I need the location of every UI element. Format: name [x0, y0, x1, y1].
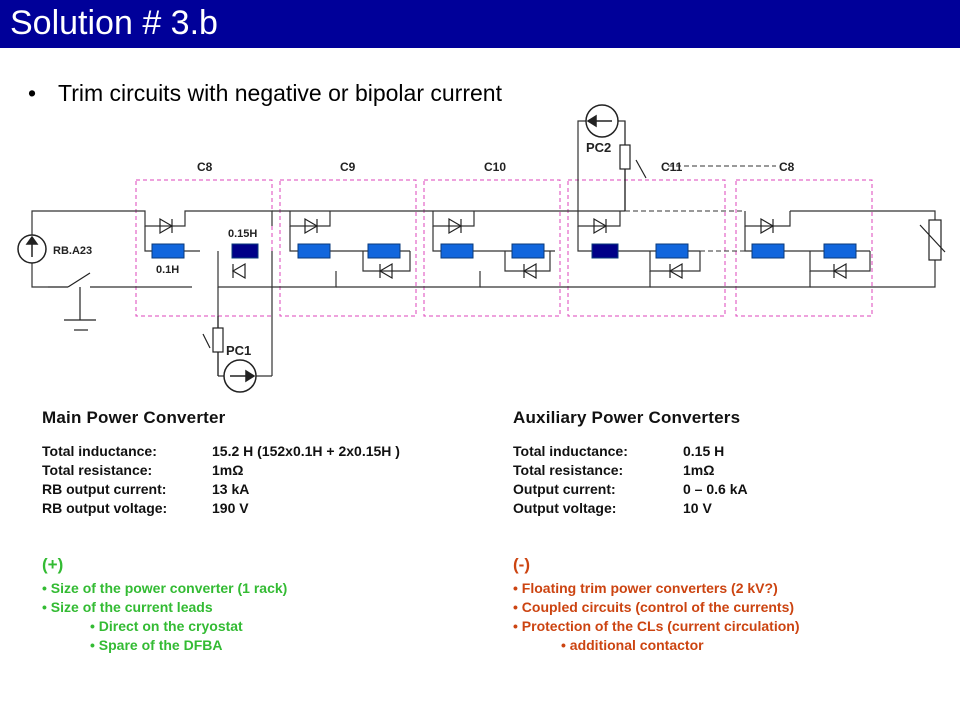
diode-low-c11	[668, 262, 683, 280]
label-inductance-015: 0.15H	[228, 228, 257, 240]
magnet-c10-2	[511, 243, 545, 259]
spec-value: 15.2 H (152x0.1H + 2x0.15H )	[212, 443, 400, 459]
label-c10: C10	[484, 160, 506, 174]
cons-heading: (-)	[513, 555, 530, 574]
bullet-item: • Trim circuits with negative or bipolar …	[28, 80, 502, 107]
spec-row: Total resistance: 1mΩ	[513, 461, 748, 480]
cell-box-c10	[423, 179, 561, 317]
magnet-c11-2	[655, 243, 689, 259]
pc2-source-icon	[585, 104, 619, 138]
diode-low-c8	[231, 262, 246, 280]
spec-key: Total inductance:	[513, 443, 628, 459]
pros-subitem: • Spare of the DFBA	[90, 637, 223, 653]
bullet-text: Trim circuits with negative or bipolar c…	[58, 80, 502, 106]
label-c8: C8	[197, 160, 213, 174]
main-converter-panel: Main Power Converter Total inductance: 15…	[42, 408, 400, 518]
slide-title: Solution # 3.b	[10, 4, 218, 42]
spec-row: Total inductance: 0.15 H	[513, 442, 748, 461]
pc1-source-icon	[223, 359, 257, 393]
magnet-c8-end-2	[823, 243, 857, 259]
spec-value: 10 V	[683, 500, 712, 516]
cons-item: • Coupled circuits (control of the curre…	[513, 599, 795, 615]
spec-row: RB output current: 13 kA	[42, 480, 400, 499]
diode-low-c9	[378, 262, 393, 280]
spec-value: 1mΩ	[212, 462, 244, 478]
label-rb: RB.A23	[53, 245, 92, 257]
main-current-source-icon	[17, 234, 47, 264]
spec-value: 0.15 H	[683, 443, 725, 459]
cons-list: (-) • Floating trim power converters (2 …	[513, 555, 799, 655]
magnet-c10-1	[440, 243, 474, 259]
spec-value: 13 kA	[212, 481, 250, 497]
pc1-resistor-icon	[202, 316, 224, 376]
cell-box-c8-end	[735, 179, 873, 317]
spec-value: 190 V	[212, 500, 249, 516]
diode-top-c8	[159, 217, 174, 235]
spec-key: Total inductance:	[42, 443, 157, 459]
spec-row: Output voltage: 10 V	[513, 499, 748, 518]
spec-row: RB output voltage: 190 V	[42, 499, 400, 518]
pc2-resistor-icon	[619, 144, 647, 211]
cell-box-c8	[135, 179, 273, 317]
diode-top-c8-end	[760, 217, 775, 235]
spec-row: Output current: 0 – 0.6 kA	[513, 480, 748, 499]
circuit-diagram: C8 C9 C10 C11 C8 PC2 PC1 RB.A23 0.15H 0.…	[17, 104, 946, 393]
cell-box-c11	[567, 179, 726, 317]
magnet-c8-2	[231, 243, 259, 259]
diode-low-c8-end	[832, 262, 847, 280]
spec-key: Total resistance:	[42, 462, 153, 478]
label-c9: C9	[340, 160, 356, 174]
label-c11: C11	[661, 160, 683, 174]
label-pc1: PC1	[226, 343, 251, 358]
aux-converter-panel: Auxiliary Power Converters Total inducta…	[513, 408, 748, 518]
pros-subitem: • Direct on the cryostat	[90, 618, 243, 634]
pros-item: • Size of the power converter (1 rack)	[42, 580, 288, 596]
label-inductance-01: 0.1H	[156, 264, 179, 276]
aux-converter-heading: Auxiliary Power Converters	[513, 408, 741, 427]
pros-list: (+) • Size of the power converter (1 rac…	[42, 555, 287, 655]
cons-item: • Protection of the CLs (current circula…	[513, 618, 800, 634]
spec-row: Total inductance: 15.2 H (152x0.1H + 2x0.…	[42, 442, 400, 461]
spec-value: 1mΩ	[683, 462, 715, 478]
spec-key: Output voltage:	[513, 500, 617, 516]
spec-value: 0 – 0.6 kA	[683, 481, 748, 497]
ground-switch-icon	[48, 272, 100, 331]
magnet-c9-2	[367, 243, 401, 259]
main-converter-heading: Main Power Converter	[42, 408, 226, 427]
cons-item: • Floating trim power converters (2 kV?)	[513, 580, 778, 596]
magnet-c8-1	[151, 243, 185, 259]
magnet-c8-end-1	[751, 243, 785, 259]
title-bar	[0, 0, 960, 48]
cell-box-c9	[279, 179, 417, 317]
spec-key: Output current:	[513, 481, 616, 497]
spec-key: RB output current:	[42, 481, 167, 497]
label-pc2: PC2	[586, 140, 611, 155]
label-c8-end: C8	[779, 160, 795, 174]
cons-subitem: • additional contactor	[561, 637, 704, 653]
end-switch-icon	[919, 219, 946, 261]
bullet-dot: •	[28, 80, 37, 106]
spec-row: Total resistance: 1mΩ	[42, 461, 400, 480]
spec-key: Total resistance:	[513, 462, 624, 478]
diode-top-c11	[593, 217, 608, 235]
diode-top-c9	[304, 217, 319, 235]
diode-top-c10	[448, 217, 463, 235]
spec-key: RB output voltage:	[42, 500, 168, 516]
magnet-c11-1	[591, 243, 619, 259]
pros-heading: (+)	[42, 555, 64, 574]
diode-low-c10	[522, 262, 537, 280]
magnet-c9-1	[297, 243, 331, 259]
pros-item: • Size of the current leads	[42, 599, 213, 615]
